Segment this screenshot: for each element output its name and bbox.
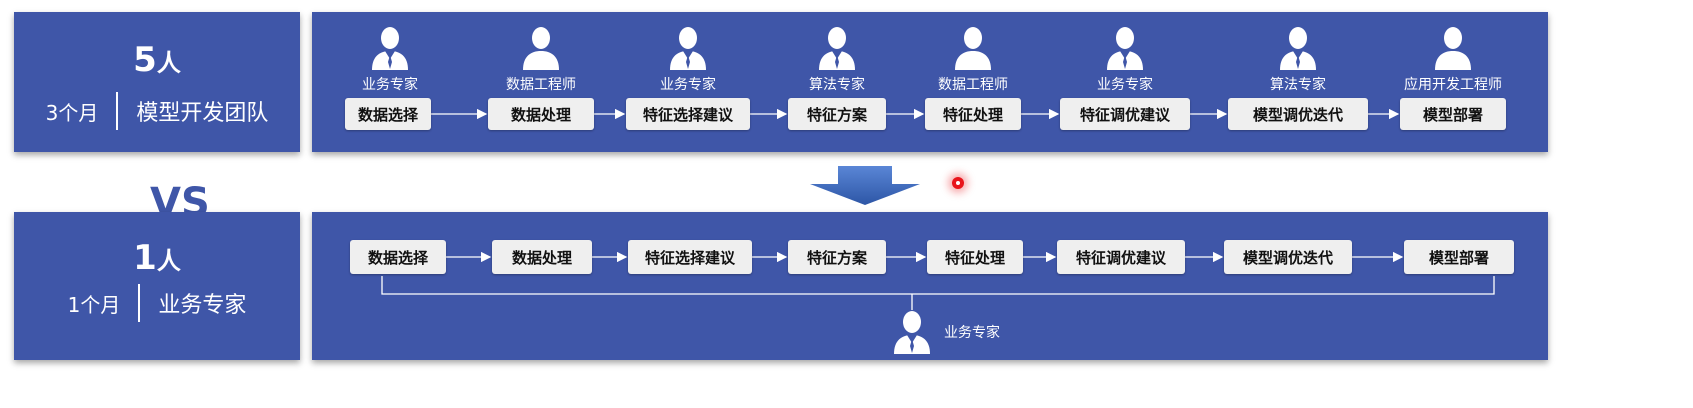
top-role-label: 业务专家 <box>362 77 418 93</box>
top-team: 模型开发团队 <box>136 101 269 126</box>
person-tie-icon <box>817 26 857 74</box>
top-count-number: 5 <box>133 40 157 80</box>
person-icon <box>521 26 561 74</box>
bottom-step-box: 特征方案 <box>788 240 886 274</box>
top-step-box: 模型调优迭代 <box>1228 98 1368 130</box>
top-role-label: 应用开发工程师 <box>1404 77 1502 93</box>
top-step-box: 特征调优建议 <box>1060 98 1190 130</box>
top-step-box: 数据处理 <box>488 98 594 130</box>
top-duration: 3个月 <box>45 100 99 125</box>
top-step-box: 模型部署 <box>1400 98 1506 130</box>
bottom-role-label: 业务专家 <box>944 325 1000 341</box>
person-icon <box>953 26 993 74</box>
top-count-unit: 人 <box>156 49 181 77</box>
bottom-step-box: 模型部署 <box>1404 240 1514 274</box>
top-workflow-panel: 数据选择 数据处理特征选择建议 特征方案 特征处理 特征调优建议 模型调优迭代模型部署 业务… <box>312 12 1548 152</box>
bottom-workflow-panel: 数据选择 数据处理 特征选择建议 特征方案 特征处理特征调优建议 模型调优迭代 模型部署业务… <box>312 212 1548 360</box>
top-step-box: 特征选择建议 <box>626 98 750 130</box>
bottom-step-box: 数据处理 <box>492 240 592 274</box>
top-meta: 3个月 模型开发团队 <box>14 92 300 130</box>
bottom-connectors <box>381 251 1495 310</box>
top-role-label: 算法专家 <box>1270 77 1326 93</box>
bottom-count-number: 1 <box>133 238 157 278</box>
person-tie-icon <box>370 26 410 74</box>
top-connectors <box>431 108 1400 120</box>
bottom-step-box: 特征处理 <box>927 240 1023 274</box>
top-role-label: 业务专家 <box>660 77 716 93</box>
bottom-summary-panel: 1人 1个月 业务专家 <box>14 212 300 360</box>
bottom-step-box: 特征选择建议 <box>628 240 752 274</box>
bottom-step-box: 模型调优迭代 <box>1224 240 1352 274</box>
top-step-box: 特征方案 <box>788 98 886 130</box>
top-step-box: 数据选择 <box>345 98 431 130</box>
bottom-duration: 1个月 <box>67 292 121 317</box>
bottom-step-box: 特征调优建议 <box>1057 240 1185 274</box>
top-role-label: 算法专家 <box>809 77 865 93</box>
pointer-dot <box>952 177 964 189</box>
person-tie-icon <box>892 310 932 358</box>
bottom-team: 业务专家 <box>158 293 247 318</box>
top-divider <box>116 92 119 130</box>
top-role-label: 数据工程师 <box>506 77 576 93</box>
bottom-bracket <box>381 276 1495 310</box>
down-arrow-icon <box>810 166 920 205</box>
bottom-count-unit: 人 <box>156 247 181 275</box>
bottom-headcount: 1人 <box>14 238 300 278</box>
top-role-label: 业务专家 <box>1097 77 1153 93</box>
top-step-box: 特征处理 <box>925 98 1021 130</box>
person-icon <box>1433 26 1473 74</box>
top-summary-panel: 5人 3个月 模型开发团队 <box>14 12 300 152</box>
bottom-meta: 1个月 业务专家 <box>14 284 300 322</box>
person-tie-icon <box>668 26 708 74</box>
person-tie-icon <box>1278 26 1318 74</box>
bottom-step-box: 数据选择 <box>350 240 446 274</box>
person-tie-icon <box>1105 26 1145 74</box>
top-headcount: 5人 <box>14 40 300 80</box>
top-role-label: 数据工程师 <box>938 77 1008 93</box>
bottom-divider <box>138 284 141 322</box>
